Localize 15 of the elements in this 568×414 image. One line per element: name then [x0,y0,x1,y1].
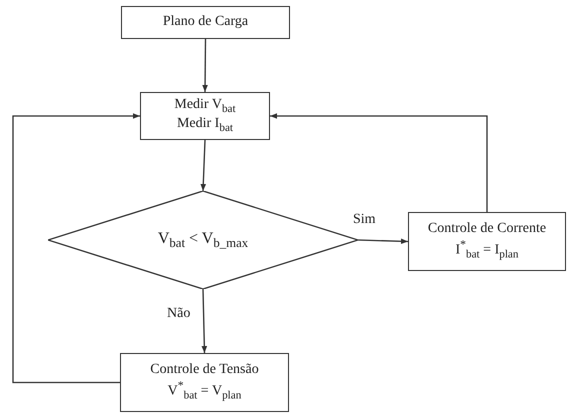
node-text: V$_{bat}$ < V$_{b_max}$ [156,228,250,252]
process-box [120,353,289,412]
arrow [202,288,208,354]
process-box [408,212,566,271]
arrow [202,39,208,92]
arrow [358,238,408,244]
arrow [270,113,488,212]
process-box [121,6,290,39]
node-text: Medir V$_{bat}$ Medir I$_{bat}$ [173,96,237,136]
arrow [12,113,140,384]
node-text: Controle de Tensão V$^{*}$$_{bat}$ = V$_{plan}$ [149,362,260,403]
arrow [200,140,206,192]
node-text: Plano de Carga [162,14,250,31]
node-text: Controle de Corrente I$^{*}$$_{bat}$ = I$_{plan}$ [426,221,548,262]
process-box [140,92,270,140]
